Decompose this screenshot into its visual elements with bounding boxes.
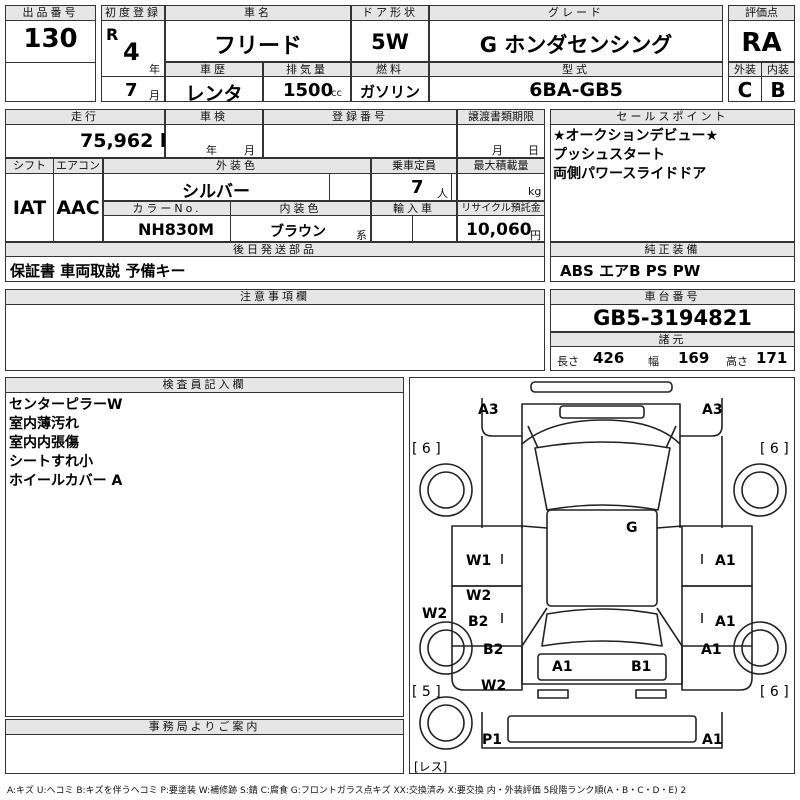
notes-value: [5, 304, 545, 371]
chassis-label: 車台番号: [550, 289, 795, 305]
sales-point: ★オークションデビュー★: [553, 128, 719, 144]
damage-mark: W2: [481, 678, 507, 694]
damage-diagram: A3 A3 [ 6 ] [ 6 ] G W1 A1 W2 B2 A1 W2 B2…: [409, 377, 795, 774]
tire-mark: [ 6 ]: [760, 684, 789, 700]
damage-mark: P1: [482, 732, 503, 748]
height: 171: [756, 349, 788, 367]
damage-mark: B2: [483, 642, 504, 658]
door-label: ドア形状: [351, 5, 429, 21]
car-outline: [419, 381, 787, 750]
first-reg-label: 初度登録: [101, 5, 165, 21]
exterior-grade: C: [737, 78, 753, 102]
damage-mark: G: [626, 520, 638, 536]
reg-no-label: 登録番号: [263, 109, 457, 125]
interior-label: 内装: [761, 62, 795, 77]
ext-color-label: 外装色: [103, 158, 371, 174]
sales-label: セールスポイント: [550, 109, 795, 125]
history: レンタ: [185, 83, 243, 105]
equipment: ABS エアB PS PW: [560, 262, 701, 280]
damage-mark: A1: [552, 659, 573, 675]
later-label: 後日発送部品: [5, 242, 545, 257]
import-label: 輸入車: [371, 201, 457, 216]
grade-label: グレード: [429, 5, 723, 21]
damage-mark: A1: [701, 642, 722, 658]
int-color: ブラウン: [270, 224, 326, 240]
width: 169: [678, 349, 710, 367]
reg-year: 4: [123, 38, 140, 66]
chassis-number: GB5-3194821: [593, 306, 752, 330]
color-no: NH830M: [138, 220, 215, 239]
later-parts: 保証書 車両取説 予備キー: [10, 262, 186, 280]
mileage: 75,962 km: [80, 130, 193, 152]
era: R: [106, 25, 119, 44]
lot-number: 130: [23, 24, 78, 54]
length: 426: [593, 349, 625, 367]
door-type: 5W: [371, 30, 409, 54]
displacement: 1500: [283, 80, 334, 101]
damage-mark: A1: [715, 614, 736, 630]
inspector-note: シートすれ小: [9, 454, 93, 470]
recycle-fee: 10,060: [466, 220, 532, 240]
sales-points: [550, 124, 795, 242]
inspector-note: センターピラーW: [9, 397, 123, 413]
damage-mark: A3: [478, 402, 499, 418]
color-no-label: カラーNo.: [103, 201, 231, 216]
reg-no-value: [263, 124, 457, 158]
displacement-label: 排気量: [263, 62, 351, 77]
reg-month: 7: [125, 80, 138, 101]
tire-mark: [ 6 ]: [412, 441, 441, 457]
damage-mark: A1: [702, 732, 723, 748]
shift: IAT: [12, 197, 47, 219]
air-conditioner: AAC: [56, 197, 100, 219]
equip-label: 純正装備: [550, 242, 795, 257]
model: 6BA-GB5: [529, 79, 623, 101]
transfer-label: 譲渡書類期限: [457, 109, 545, 125]
spare-tire-mark: [レス]: [414, 760, 448, 774]
mileage-label: 走行: [5, 109, 165, 125]
lot-label: 出品番号: [5, 5, 96, 21]
ac-label: エアコン: [53, 158, 103, 174]
damage-mark: A1: [715, 553, 736, 569]
damage-mark: W1: [466, 553, 492, 569]
capacity-label: 乗車定員: [371, 158, 457, 174]
damage-mark: B2: [468, 614, 489, 630]
fuel: ガソリン: [359, 83, 420, 101]
inspector-note: 室内内張傷: [9, 435, 79, 451]
legend: A:キズ U:ヘコミ B:キズを伴うヘコミ P:要塗装 W:補修跡 S:錆 C:…: [7, 786, 687, 796]
dims-label: 諸元: [550, 332, 795, 347]
model-label: 型式: [429, 62, 723, 77]
inspection-label: 車検: [165, 109, 263, 125]
max-load-label: 最大積載量: [457, 158, 545, 174]
exterior-label: 外装: [728, 62, 762, 77]
damage-mark: A3: [702, 402, 723, 418]
interior-grade: B: [770, 78, 786, 102]
shift-label: シフト: [5, 158, 54, 174]
damage-mark: W2: [422, 606, 448, 622]
sales-point: プッシュスタート: [553, 147, 665, 163]
history-label: 車歴: [165, 62, 263, 77]
score: RA: [741, 28, 782, 58]
tire-mark: [ 6 ]: [760, 441, 789, 457]
damage-mark: B1: [631, 659, 652, 675]
score-label: 評価点: [728, 5, 795, 21]
office-label: 事務局よりご案内: [5, 719, 404, 735]
car-name: フリード: [213, 34, 302, 59]
recycle-label: リサイクル預託金: [457, 201, 545, 216]
capacity: 7: [411, 177, 424, 198]
tire-mark: [ 5 ]: [412, 684, 441, 700]
damage-mark: W2: [466, 588, 492, 604]
car-name-label: 車名: [165, 5, 351, 21]
notes-label: 注意事項欄: [5, 289, 545, 305]
inspector-label: 検査員記入欄: [5, 377, 404, 393]
sales-point: 両側パワースライドドア: [553, 166, 707, 182]
grade: G ホンダセンシング: [479, 33, 673, 57]
inspector-note: 室内薄汚れ: [9, 416, 79, 432]
inspector-note: ホイールカバー A: [9, 473, 123, 489]
fuel-label: 燃料: [351, 62, 429, 77]
int-color-label: 内装色: [230, 201, 371, 216]
ext-color: シルバー: [182, 182, 250, 202]
office-value: [5, 734, 404, 774]
